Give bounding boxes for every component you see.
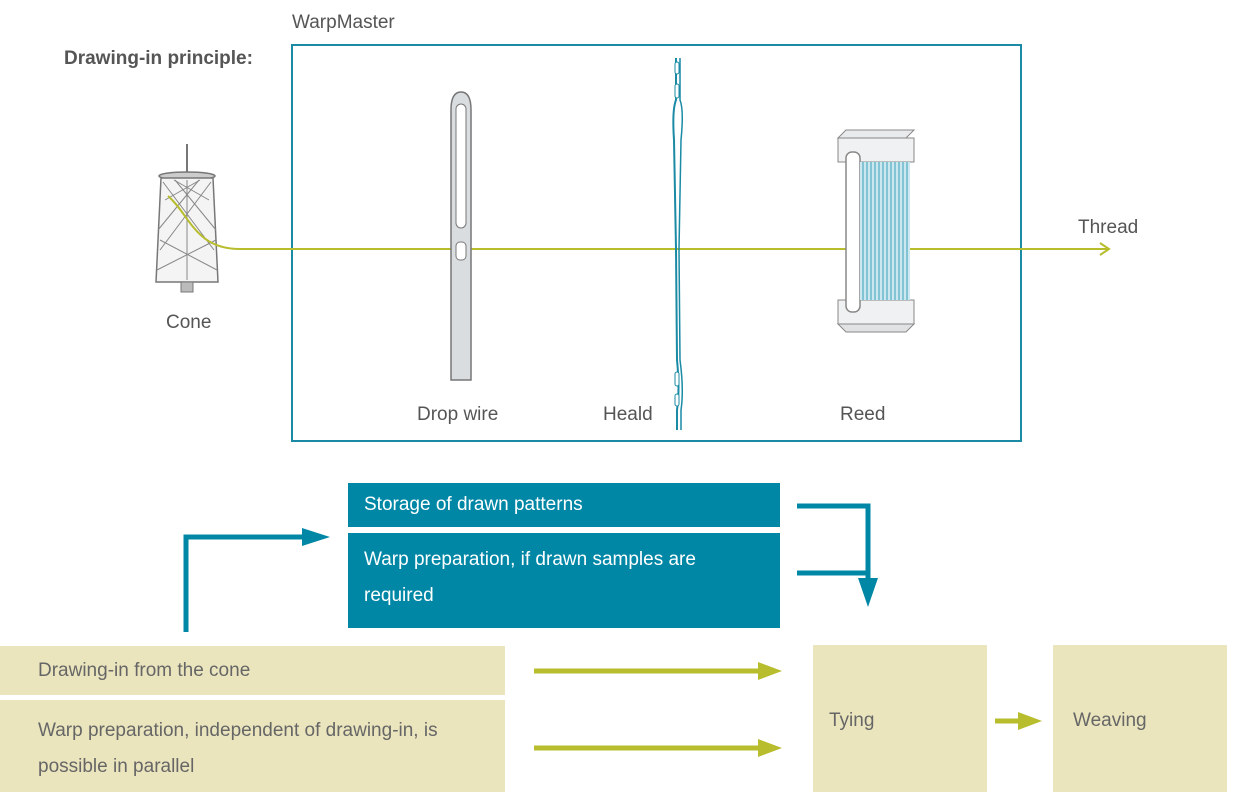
thread-line: [167, 195, 1108, 250]
arrow-cone-to-storage: [183, 534, 305, 632]
warp-prep-parallel-box: Warp preparation, independent of drawing…: [0, 700, 505, 792]
reed-label: Reed: [840, 404, 886, 425]
heald-icon: [672, 58, 684, 430]
arrow-warp-parallel-to-tying-head: [758, 739, 782, 757]
flow-arrows-teal: [183, 503, 878, 632]
cone-icon: [155, 144, 219, 293]
cone-label: Cone: [166, 312, 212, 333]
arrow-drawing-in-to-tying-head: [758, 662, 782, 680]
tying-box: Tying: [813, 645, 987, 792]
principle-heading: Drawing-in principle:: [64, 48, 253, 69]
drawing-in-cone-box: Drawing-in from the cone: [0, 646, 505, 695]
drop-wire-label: Drop wire: [417, 404, 499, 425]
storage-box: Storage of drawn patterns: [348, 483, 780, 527]
arrow-tying-to-weaving-head: [1018, 712, 1042, 730]
thread-label: Thread: [1078, 217, 1139, 238]
weaving-box: Weaving: [1053, 645, 1227, 792]
thread-arrowhead: [1099, 242, 1111, 256]
warp-prep-samples-text: Warp preparation, if drawn samples are r…: [364, 549, 696, 606]
drawing-in-cone-text: Drawing-in from the cone: [38, 660, 251, 681]
warp-prep-samples-box: Warp preparation, if drawn samples are r…: [348, 533, 780, 628]
storage-text: Storage of drawn patterns: [364, 494, 583, 515]
warp-prep-parallel-text: Warp preparation, independent of drawing…: [38, 720, 438, 777]
arrow-to-tying-head: [858, 578, 878, 607]
arrow-cone-to-storage-head: [302, 528, 330, 546]
arrow-storage-to-tying: [797, 503, 871, 580]
weaving-text: Weaving: [1073, 710, 1147, 731]
flow-arrows-olive: [534, 662, 1042, 757]
warpmaster-frame: [291, 44, 1022, 442]
warpmaster-title: WarpMaster: [292, 12, 395, 33]
reed-icon: [836, 129, 916, 333]
drop-wire-icon: [450, 91, 472, 381]
heald-label: Heald: [603, 404, 653, 425]
tying-text: Tying: [829, 710, 875, 731]
